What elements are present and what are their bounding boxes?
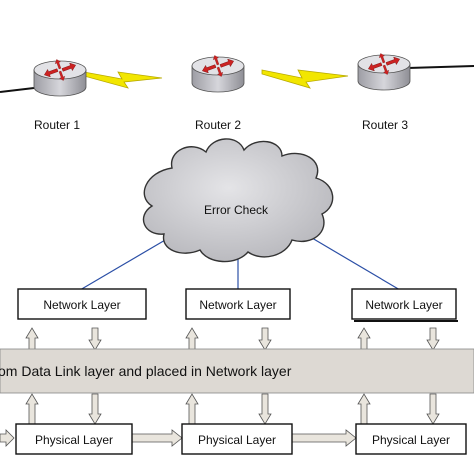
- network-layer-box: [185, 288, 291, 320]
- down-arrow-icon: [426, 327, 440, 351]
- down-arrow-icon: [426, 393, 440, 425]
- router-icon: [33, 58, 87, 97]
- right-arrow-icon: [131, 429, 183, 447]
- network-layer-label: Network Layer: [365, 298, 442, 312]
- router-label: Router 1: [34, 118, 80, 132]
- router-label: Router 3: [362, 118, 408, 132]
- upper-arrows: [25, 327, 440, 351]
- down-arrow-icon: [88, 393, 102, 425]
- down-arrow-icon: [258, 393, 272, 425]
- connector-line: [79, 235, 173, 291]
- data-link-band: [0, 348, 474, 394]
- down-arrow-icon: [258, 327, 272, 351]
- network-layer-label: Network Layer: [199, 298, 276, 312]
- physical-layer-label: Physical Layer: [35, 433, 113, 447]
- lightning-link-icon: [261, 69, 349, 89]
- physical-layer-box: [15, 423, 133, 455]
- cloud-icon: [142, 138, 334, 263]
- physical-layer-box: [355, 423, 467, 455]
- up-arrow-icon: [25, 393, 39, 425]
- right-arrow-icon: [0, 429, 15, 447]
- lightning-link-icon: [83, 71, 163, 89]
- physical-layer-label: Physical Layer: [372, 433, 450, 447]
- up-arrow-icon: [357, 393, 371, 425]
- down-arrow-icon: [88, 327, 102, 351]
- right-network-line: [407, 65, 474, 69]
- network-layer-box: [351, 288, 457, 320]
- connector-line: [311, 237, 401, 291]
- physical-layer-box: [181, 423, 293, 455]
- up-arrow-icon: [25, 327, 39, 351]
- router-icon: [191, 54, 245, 93]
- physical-layer-label: Physical Layer: [198, 433, 276, 447]
- up-arrow-icon: [185, 393, 199, 425]
- router-label: Router 2: [195, 118, 241, 132]
- network-layer-box: [17, 288, 147, 320]
- right-arrow-icon: [291, 429, 357, 447]
- cloud-label: Error Check: [204, 203, 269, 217]
- lower-arrows: [25, 393, 440, 425]
- physical-links: [0, 429, 357, 447]
- network-layer-label: Network Layer: [43, 298, 120, 312]
- band-text: om Data Link layer and placed in Network…: [0, 363, 292, 379]
- router-icon: [357, 52, 411, 91]
- left-network-line: [0, 87, 35, 93]
- up-arrow-icon: [357, 327, 371, 351]
- up-arrow-icon: [185, 327, 199, 351]
